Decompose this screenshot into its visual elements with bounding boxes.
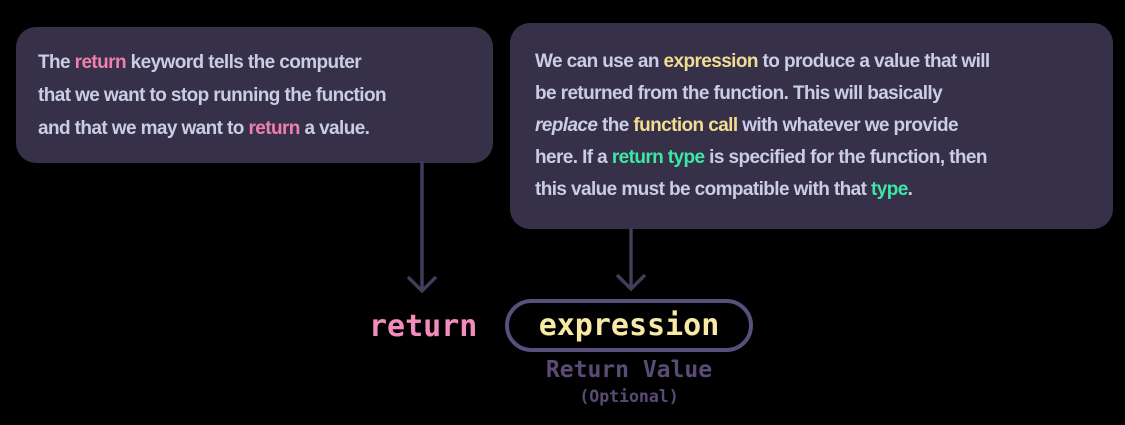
return-value-label: Return Value [545, 357, 713, 383]
optional-label: (Optional) [579, 387, 679, 406]
expression-note: We can use an expression to produce a va… [510, 23, 1113, 229]
note-text-line: and that we may want to return a value. [38, 117, 370, 139]
expression-box: expression [505, 299, 753, 352]
note-text-line: here. If a return type is specified for … [535, 147, 987, 168]
expression-text: expression [538, 308, 720, 343]
note-text-line: be returned from the function. This will… [535, 83, 943, 104]
note-text-line: replace the function call with whatever … [535, 115, 959, 136]
arrow-down-icon [406, 161, 438, 294]
note-text-line: this value must be compatible with that … [535, 179, 913, 200]
return-keyword-note: The return keyword tells the computer tha… [16, 27, 493, 163]
note-text-line: We can use an expression to produce a va… [535, 51, 990, 72]
note-text-line: The return keyword tells the computer [38, 51, 362, 73]
arrow-down-icon [615, 229, 647, 292]
note-text-line: that we want to stop running the functio… [38, 84, 387, 106]
syntax-labels: Return Value (Optional) [505, 357, 753, 405]
return-keyword-text: return [369, 309, 478, 344]
